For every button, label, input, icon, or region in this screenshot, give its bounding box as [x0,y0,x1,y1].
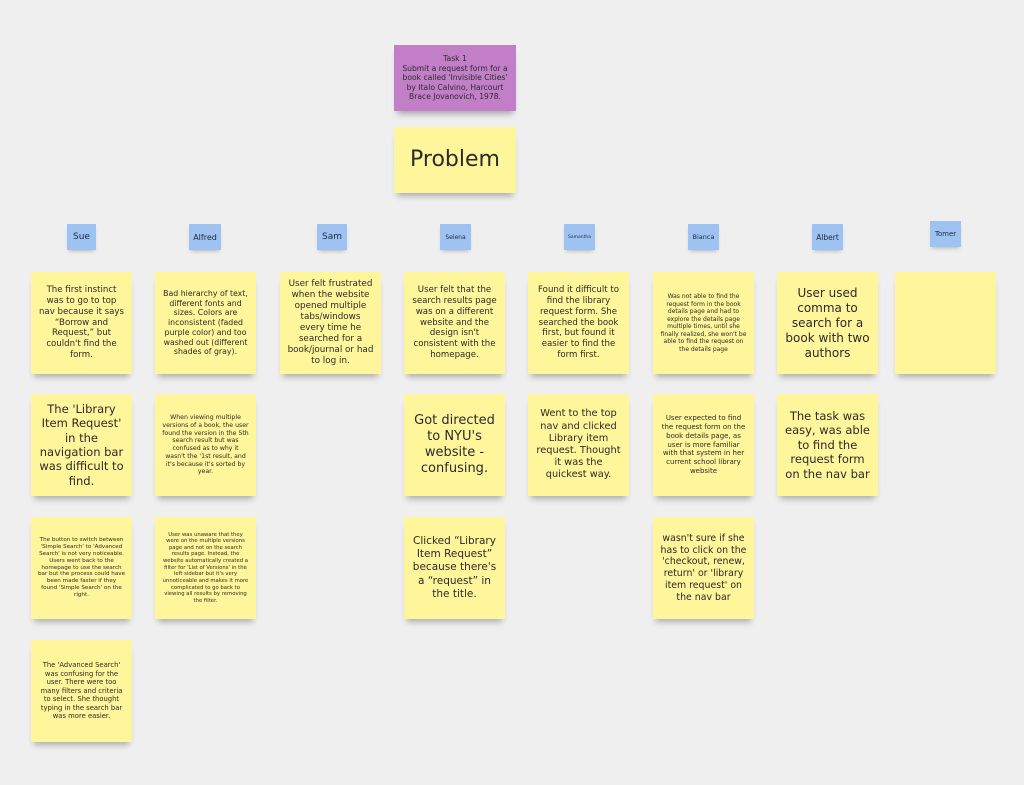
sticky-note[interactable]: wasn't sure if she has to click on the '… [653,517,754,619]
note-text: User expected to find the request form o… [661,414,746,475]
note-text: The 'Library Item Request' in the naviga… [39,401,124,488]
persona-name: Albert [816,232,839,242]
persona-name: Alfred [193,232,217,242]
persona-tag-sam[interactable]: Sam [317,224,347,250]
note-text: The first instinct was to go to top nav … [38,285,124,360]
persona-tag-alfred[interactable]: Alfred [189,224,221,250]
persona-tag-tomer[interactable]: Tomer [930,221,961,247]
note-text: User was unaware that they were on the m… [162,531,249,604]
sticky-note[interactable]: Got directed to NYU's website - confusin… [404,394,505,496]
sticky-note[interactable]: User felt that the search results page w… [404,272,505,374]
persona-name: Tomer [934,230,957,238]
sticky-note[interactable]: Was not able to find the request form in… [653,272,754,374]
sticky-note[interactable]: Clicked “Library Item Request” because t… [404,517,505,619]
persona-tag-selena[interactable]: Selena [440,224,471,250]
persona-name: Bianca [692,233,715,241]
problem-note[interactable]: Problem [394,127,516,193]
sticky-note-empty[interactable] [895,272,996,374]
persona-tag-sue[interactable]: Sue [67,224,96,250]
sticky-note[interactable]: The 'Library Item Request' in the naviga… [31,394,132,496]
note-text: Bad hierarchy of text, different fonts a… [163,288,248,357]
note-text: Went to the top nav and clicked Library … [536,408,621,481]
note-text: User used comma to search for a book wit… [785,285,870,360]
persona-name: Samantha [568,234,591,240]
sticky-note[interactable]: User felt frustrated when the website op… [280,272,381,374]
persona-tag-samantha[interactable]: Samantha [564,224,595,250]
problem-text: Problem [410,147,500,173]
note-text: User felt that the search results page w… [412,285,497,360]
note-text: Found it difficult to find the library r… [538,285,619,360]
note-text: User felt frustrated when the website op… [287,279,374,366]
persona-name: Sue [73,232,90,242]
note-text: Clicked “Library Item Request” because t… [412,535,497,600]
note-text: The 'Advanced Search' was confusing for … [40,661,123,721]
persona-name: Sam [322,232,342,242]
sticky-note[interactable]: When viewing multiple versions of a book… [155,394,256,496]
sticky-note[interactable]: User expected to find the request form o… [653,394,754,496]
sticky-note[interactable]: The first instinct was to go to top nav … [31,272,132,374]
task-card[interactable]: Task 1 Submit a request form for a book … [394,45,516,111]
note-text: Was not able to find the request form in… [660,293,747,353]
sticky-note[interactable]: The 'Advanced Search' was confusing for … [31,640,132,742]
persona-tag-albert[interactable]: Albert [812,224,843,250]
sticky-note[interactable]: User used comma to search for a book wit… [777,272,878,374]
sticky-note[interactable]: Went to the top nav and clicked Library … [528,394,629,496]
sticky-note[interactable]: The task was easy, was able to find the … [777,394,878,496]
sticky-note[interactable]: The button to switch between 'Simple Sea… [31,517,132,619]
task-text: Task 1 Submit a request form for a book … [402,54,508,102]
sticky-note[interactable]: Bad hierarchy of text, different fonts a… [155,272,256,374]
note-text: The button to switch between 'Simple Sea… [38,536,126,599]
persona-name: Selena [445,233,466,241]
persona-tag-bianca[interactable]: Bianca [688,224,719,250]
sticky-note[interactable]: User was unaware that they were on the m… [155,517,256,619]
note-text: wasn't sure if she has to click on the '… [660,532,747,603]
sticky-note[interactable]: Found it difficult to find the library r… [528,272,629,374]
note-text: When viewing multiple versions of a book… [162,414,249,476]
note-text: The task was easy, was able to find the … [785,409,870,481]
note-text: Got directed to NYU's website - confusin… [414,412,495,477]
